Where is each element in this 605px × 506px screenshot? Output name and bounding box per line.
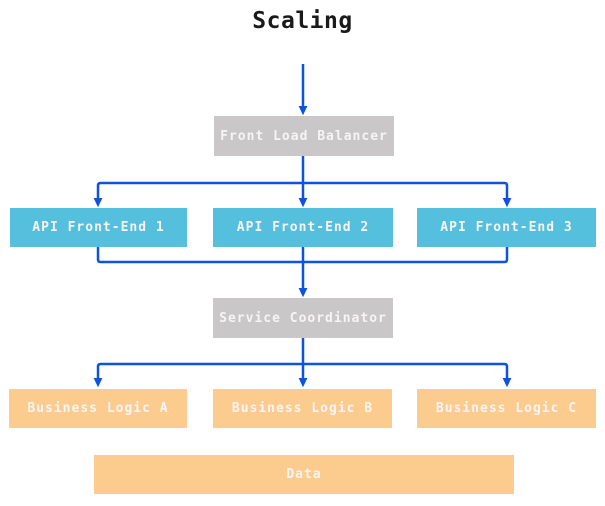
node-service-coordinator: Service Coordinator	[213, 298, 393, 338]
edge-flb-to-api-front-end-3	[303, 181, 512, 208]
node-business-logic-b-label: Business Logic B	[231, 401, 374, 416]
node-api-front-end-3: API Front-End 3	[417, 208, 596, 247]
node-api-front-end-1-label: API Front-End 1	[32, 220, 165, 235]
node-api-front-end-3-label: API Front-End 3	[440, 220, 573, 235]
edge-api-front-end-3-to-service-coordinator	[303, 247, 509, 264]
node-front-load-balancer: Front Load Balancer	[214, 116, 394, 156]
node-data-label: Data	[286, 467, 322, 482]
node-business-logic-a-label: Business Logic A	[27, 401, 169, 416]
node-service-coordinator-label: Service Coordinator	[219, 310, 387, 326]
node-front-load-balancer-label: Front Load Balancer	[220, 128, 388, 144]
node-data: Data	[94, 455, 514, 494]
node-business-logic-b: Business Logic B	[213, 389, 392, 428]
edge-service-coordinator-to-business-logic-a	[93, 362, 303, 388]
node-api-front-end-2: API Front-End 2	[213, 208, 393, 247]
node-business-logic-a: Business Logic A	[9, 389, 187, 428]
node-business-logic-c: Business Logic C	[417, 389, 596, 428]
edge-flb-to-api-front-end-1	[93, 181, 303, 208]
edge-service-coordinator-to-business-logic-c	[303, 362, 512, 388]
diagram-title: Scaling	[252, 8, 353, 34]
node-api-front-end-2-label: API Front-End 2	[236, 220, 370, 235]
node-business-logic-c-label: Business Logic C	[435, 401, 578, 416]
edge-api-front-end-1-to-service-coordinator	[96, 247, 303, 264]
node-api-front-end-1: API Front-End 1	[10, 208, 187, 247]
